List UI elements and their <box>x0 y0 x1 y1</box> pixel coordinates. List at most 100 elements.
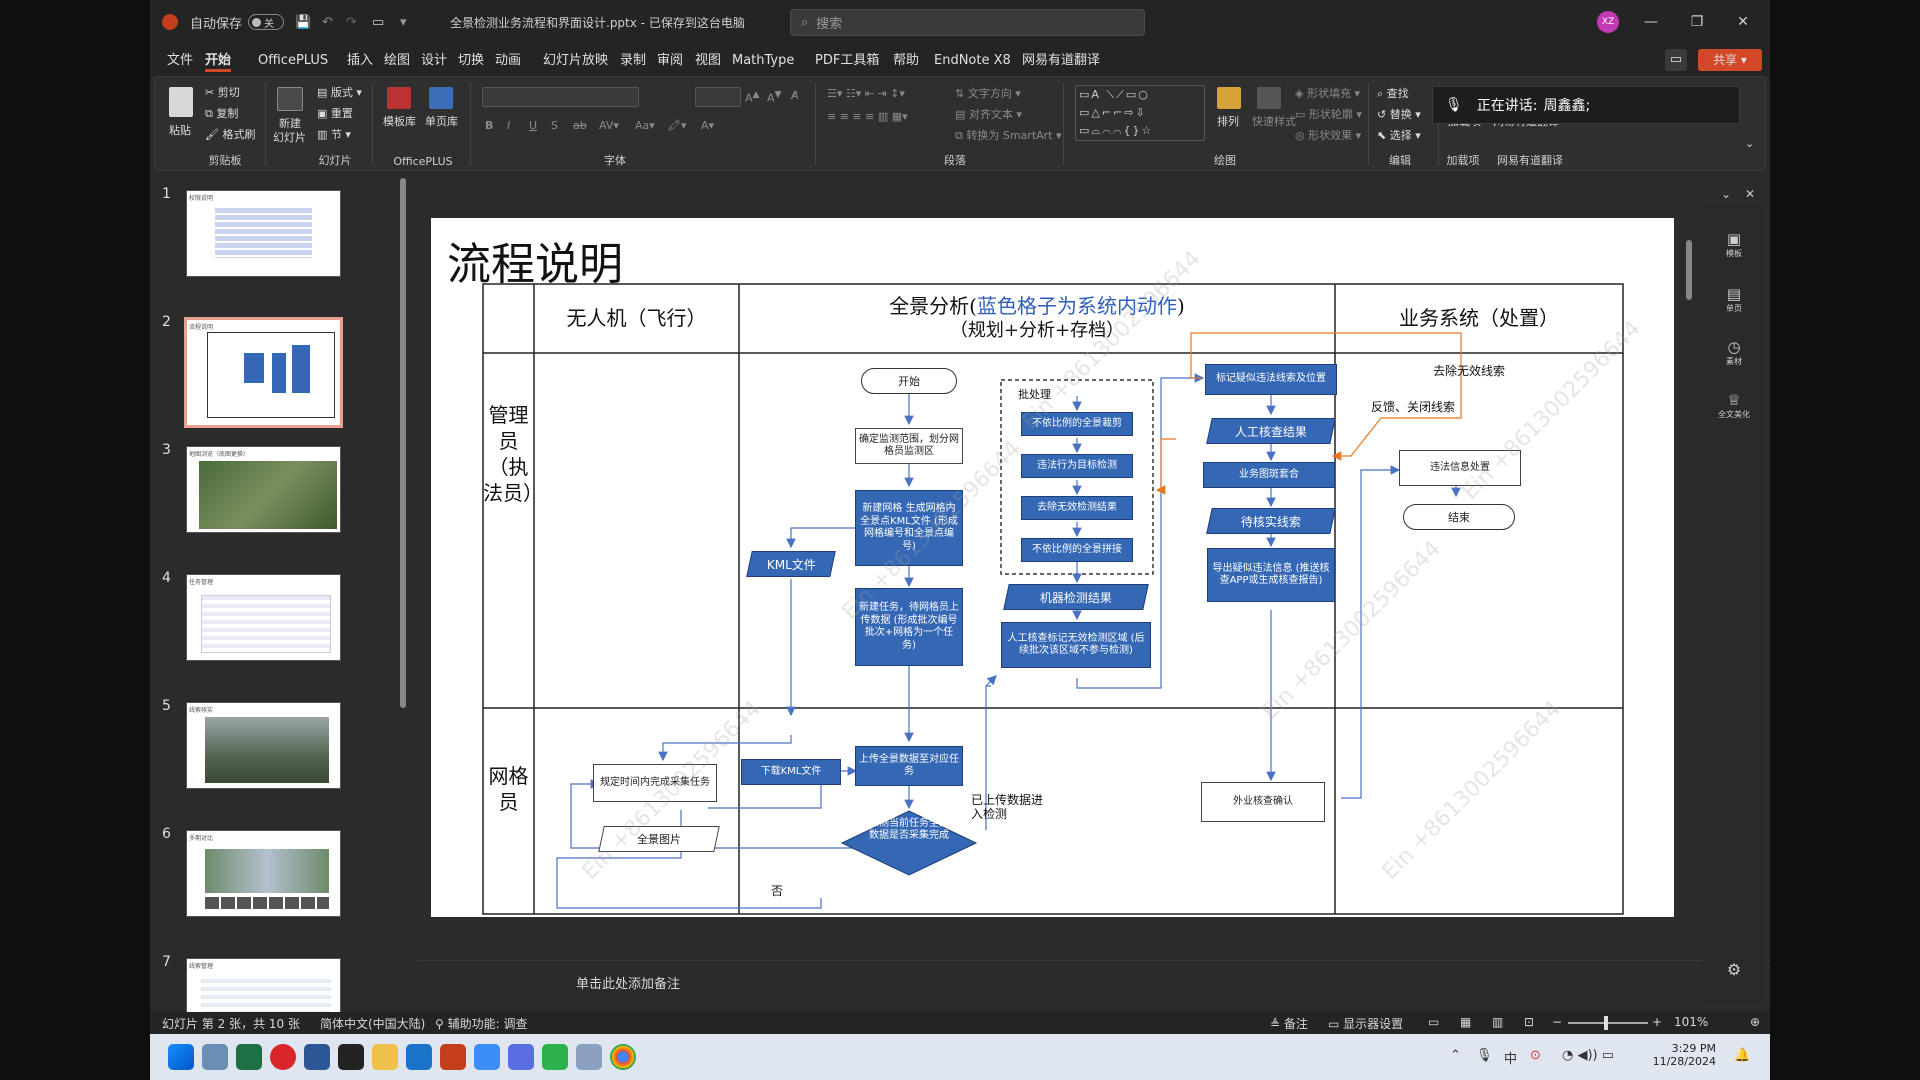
notes-button[interactable]: ≜ 备注 <box>1270 1017 1308 1031</box>
zoom-out-icon[interactable]: − <box>1552 1015 1563 1029</box>
font-size-dropdown[interactable] <box>695 87 741 107</box>
align-text-button[interactable]: ▤ 对齐文本 ▾ <box>955 108 1022 121</box>
slide-thumbnail-7[interactable]: 线索管理 <box>186 958 341 1015</box>
restore-icon[interactable]: ❐ <box>1690 14 1704 30</box>
slide-title[interactable]: 流程说明 <box>447 239 623 290</box>
redo-icon[interactable]: ↷ <box>346 14 357 30</box>
present-icon[interactable]: ▭ <box>372 14 385 30</box>
clear-format-icon[interactable]: A̸ <box>791 89 799 102</box>
menu-youdao[interactable]: 网易有道翻译 <box>1022 53 1101 68</box>
reset-button[interactable]: ▣ 重置 <box>317 107 353 120</box>
quick-styles-button[interactable]: 快速样式 <box>1252 115 1296 128</box>
node-overlay[interactable]: 业务图斑套合 <box>1203 462 1335 488</box>
menu-animations[interactable]: 动画 <box>495 53 522 68</box>
section-button[interactable]: ▥ 节 ▾ <box>317 128 351 141</box>
node-collect[interactable]: 规定时间内完成采集任务 <box>593 764 717 802</box>
comments-icon[interactable]: ▭ <box>1665 49 1687 71</box>
node-upload[interactable]: 上传全景数据至对应任务 <box>855 746 963 786</box>
panel-single-page-button[interactable]: ▤单页 <box>1726 285 1742 313</box>
collapse-ribbon-icon[interactable]: ⌄ <box>1745 137 1755 150</box>
microphone-icon[interactable]: 🎙 <box>1476 1048 1493 1063</box>
file-explorer-icon[interactable] <box>372 1044 398 1070</box>
template-library-button[interactable]: 模板库 <box>383 115 416 128</box>
undo-icon[interactable]: ↶ <box>322 14 333 30</box>
node-mark-suspect[interactable]: 标记疑似违法线索及位置 <box>1205 364 1337 395</box>
slide-sorter-icon[interactable]: ▦ <box>1460 1015 1472 1029</box>
node-manual-check[interactable]: 人工核查结果 <box>1206 418 1336 444</box>
display-settings-button[interactable]: ▭ 显示器设置 <box>1328 1017 1404 1031</box>
autosave-toggle[interactable]: 关 <box>248 0 284 44</box>
shape-outline-button[interactable]: ▭ 形状轮廓 ▾ <box>1295 108 1362 121</box>
menu-design[interactable]: 设计 <box>421 53 448 68</box>
node-panorama[interactable]: 全景图片 <box>598 826 720 852</box>
menu-view[interactable]: 视图 <box>695 53 722 68</box>
node-stitch[interactable]: 不依比例的全景拼接 <box>1021 538 1133 562</box>
panel-collapse-icon[interactable]: ⌄ <box>1721 187 1732 201</box>
menu-draw[interactable]: 绘图 <box>384 53 411 68</box>
underline-icon[interactable]: U <box>529 119 538 132</box>
search-input[interactable]: ⌕ 搜索 <box>790 9 1145 36</box>
strikethrough-icon[interactable]: ab <box>573 119 587 132</box>
powerpoint-taskbar-icon[interactable] <box>440 1044 466 1070</box>
menu-insert[interactable]: 插入 <box>347 53 374 68</box>
cut-button[interactable]: ✂ 剪切 <box>205 86 240 99</box>
wechat-icon[interactable] <box>542 1044 568 1070</box>
copy-button[interactable]: ⧉ 复制 <box>205 107 239 120</box>
input-method-icon[interactable]: 中 <box>1504 1052 1518 1067</box>
paste-button[interactable]: 粘贴 <box>169 124 191 137</box>
node-detect[interactable]: 违法行为目标检测 <box>1021 454 1133 478</box>
notes-placeholder[interactable]: 单击此处添加备注 <box>576 977 681 992</box>
thumbnails-scrollbar[interactable] <box>400 178 406 708</box>
find-button[interactable]: ⌕ 查找 <box>1377 87 1409 100</box>
chrome-icon[interactable] <box>610 1044 636 1070</box>
node-crop[interactable]: 不依比例的全景裁剪 <box>1021 412 1133 436</box>
accessibility-indicator[interactable]: ⚲ 辅助功能: 调查 <box>435 1017 528 1031</box>
font-name-dropdown[interactable] <box>482 87 639 107</box>
panel-close-icon[interactable]: ✕ <box>1745 187 1756 201</box>
node-new-task[interactable]: 新建任务，待网格员上传数据 (形成批次编号 批次+网格为一个任务) <box>855 588 963 666</box>
file-title[interactable]: 全景检测业务流程和界面设计.pptx - 已保存到这台电脑 <box>450 15 745 30</box>
layout-button[interactable]: ▤ 版式 ▾ <box>317 86 362 99</box>
vscode-icon[interactable] <box>406 1044 432 1070</box>
arrange-icon[interactable] <box>1217 87 1241 109</box>
convert-smartart-button[interactable]: ⧉ 转换为 SmartArt ▾ <box>955 129 1062 142</box>
panel-materials-button[interactable]: ◷素材 <box>1726 338 1742 366</box>
menu-home[interactable]: 开始 <box>205 50 232 72</box>
menu-review[interactable]: 审阅 <box>657 53 684 68</box>
quick-styles-icon[interactable] <box>1257 87 1281 109</box>
slideshow-view-icon[interactable]: ⊡ <box>1524 1015 1535 1029</box>
node-check-done[interactable]: 检测当前任务全景数据是否采集完成 <box>840 810 978 876</box>
slide-thumbnail-2[interactable]: 流程说明 <box>184 317 343 428</box>
slide-thumbnail-6[interactable]: 多期对比 <box>186 830 341 917</box>
slide-counter[interactable]: 幻灯片 第 2 张，共 10 张 <box>162 1017 300 1031</box>
slide-thumbnail-3[interactable]: 地图浏览（底图更换） <box>186 446 341 533</box>
slide-scrollbar[interactable] <box>1685 180 1693 960</box>
slide-thumbnail-4[interactable]: 任务管理 <box>186 574 341 661</box>
node-field-check[interactable]: 外业核查确认 <box>1201 782 1325 822</box>
slide-thumbnail-5[interactable]: 线索核实 <box>186 702 341 789</box>
template-library-icon[interactable] <box>387 87 411 109</box>
wifi-icon[interactable]: ◔ ◀)) ▭ <box>1562 1048 1615 1063</box>
tray-chevron-icon[interactable]: ⌃ <box>1450 1048 1461 1063</box>
reading-view-icon[interactable]: ▥ <box>1492 1015 1504 1029</box>
fit-slide-icon[interactable]: ⊕ <box>1750 1015 1761 1029</box>
node-handle[interactable]: 违法信息处置 <box>1399 450 1521 486</box>
panel-settings-icon[interactable]: ⚙ <box>1726 960 1742 979</box>
minimize-icon[interactable]: — <box>1644 14 1658 30</box>
menu-slideshow[interactable]: 幻灯片放映 <box>543 53 609 68</box>
normal-view-icon[interactable]: ▭ <box>1428 1015 1440 1029</box>
waveform-app-icon[interactable] <box>338 1044 364 1070</box>
node-manual-mark[interactable]: 人工核查标记无效检测区域 (后续批次该区域不参与检测) <box>1001 622 1151 668</box>
menu-endnote[interactable]: EndNote X8 <box>934 53 1011 68</box>
close-icon[interactable]: ✕ <box>1737 14 1749 30</box>
menu-officeplus[interactable]: OfficePLUS <box>258 53 329 68</box>
node-start[interactable]: 开始 <box>861 368 957 394</box>
notepad-icon[interactable] <box>202 1044 228 1070</box>
menu-pdf-tools[interactable]: PDF工具箱 <box>815 53 880 68</box>
node-new-grid[interactable]: 新建网格 生成网格内全景点KML文件 (形成网格编号和全景点编号) <box>855 490 963 566</box>
menu-file[interactable]: 文件 <box>167 53 194 68</box>
menu-record[interactable]: 录制 <box>620 53 647 68</box>
notes-app-icon[interactable] <box>508 1044 534 1070</box>
meeting-app-icon[interactable] <box>474 1044 500 1070</box>
